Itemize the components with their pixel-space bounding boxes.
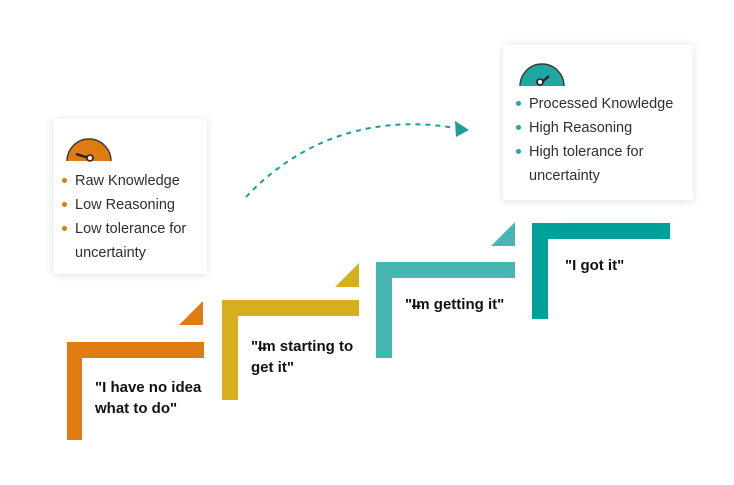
list-item: Raw Knowledge xyxy=(61,169,201,193)
bullet-icon xyxy=(516,125,521,130)
step-quote-1: "I have no idea what to do" xyxy=(95,379,202,417)
list-item: Low tolerance for uncertainty xyxy=(61,217,201,265)
right-card-list: Processed Knowledge High Reasoning High … xyxy=(515,92,690,188)
step-corner-triangle xyxy=(335,263,359,287)
bullet-icon xyxy=(62,226,67,231)
step-bar-horizontal xyxy=(67,342,204,358)
step-bar-vertical xyxy=(67,342,82,440)
list-item: Processed Knowledge xyxy=(515,92,690,116)
gauge-high-icon xyxy=(519,63,565,87)
right-card: Processed Knowledge High Reasoning High … xyxy=(503,45,693,200)
step-bar-horizontal xyxy=(376,262,515,278)
step-bar-horizontal xyxy=(532,223,670,239)
list-item: Low Reasoning xyxy=(61,193,201,217)
step-quote-2: "I̶m starting to get it" xyxy=(251,338,354,376)
step-quote-4: "I got it" xyxy=(565,257,625,274)
list-item: High Reasoning xyxy=(515,116,690,140)
step-bar-vertical xyxy=(222,300,238,400)
left-card: Raw Knowledge Low Reasoning Low toleranc… xyxy=(53,119,207,274)
list-item: High tolerance for uncertainty xyxy=(515,140,659,188)
bullet-icon xyxy=(516,101,521,106)
bullet-icon xyxy=(516,149,521,154)
step-corner-triangle xyxy=(491,222,515,246)
step-bar-vertical xyxy=(532,223,548,319)
bullet-icon xyxy=(62,202,67,207)
gauge-low-icon xyxy=(66,138,112,162)
step-corner-triangle xyxy=(179,301,203,325)
step-bar-vertical xyxy=(376,262,392,358)
step-bar-horizontal xyxy=(222,300,359,316)
step-quote-3: "I̶m getting it" xyxy=(405,296,505,313)
left-card-list: Raw Knowledge Low Reasoning Low toleranc… xyxy=(61,169,201,265)
bullet-icon xyxy=(62,178,67,183)
